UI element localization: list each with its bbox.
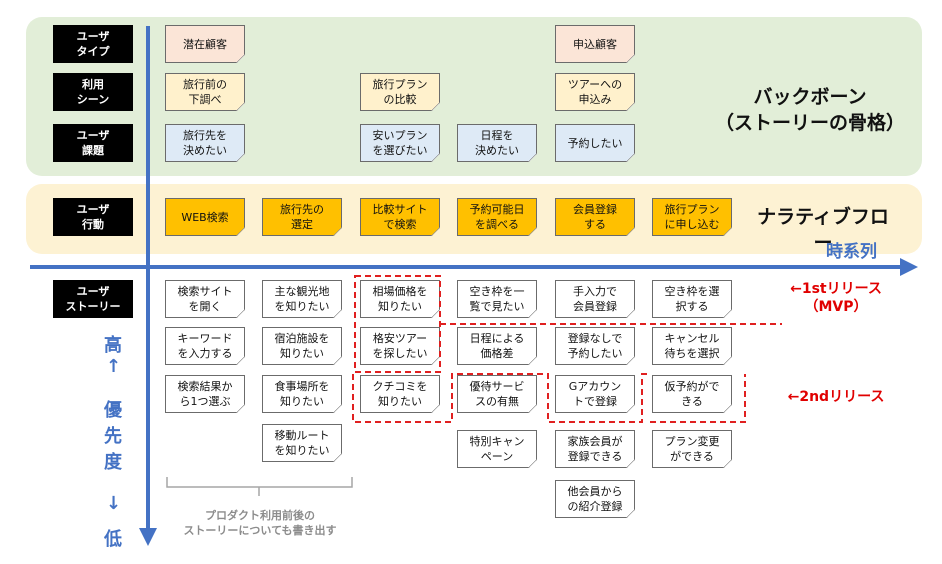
issue-want-reserve: 予約したい [555, 124, 635, 162]
story-card: 検索結果か ら1つ選ぶ [165, 375, 245, 413]
story-card: 移動ルート を知りたい [262, 424, 342, 462]
story-card: 登録なしで 予約したい [555, 327, 635, 365]
story-card: 手入力で 会員登録 [555, 280, 635, 318]
story-card: 優待サービ スの有無 [457, 375, 537, 413]
story-card: 検索サイト を開く [165, 280, 245, 318]
action-select-destination: 旅行先の 選定 [262, 198, 342, 236]
priority-axis-arrowhead [139, 528, 157, 546]
story-card: プラン変更 ができる [652, 430, 732, 468]
first-release-label: ←1stリリース （MVP） [790, 281, 882, 315]
story-card: 仮予約がで きる [652, 375, 732, 413]
issue-decide-destination: 旅行先を 決めたい [165, 124, 245, 162]
story-card: 食事場所を 知りたい [262, 375, 342, 413]
story-card: 特別キャン ペーン [457, 430, 537, 468]
bracket [166, 477, 353, 496]
user-type-latent-customer: 潜在顧客 [165, 25, 245, 63]
issue-decide-dates: 日程を 決めたい [457, 124, 537, 162]
story-card: 主な観光地 を知りたい [262, 280, 342, 318]
priority-up-arrow: ↑ [106, 356, 122, 377]
bracket-note: プロダクト利用前後の ストーリーについても書き出す [183, 509, 337, 537]
timeline-label: 時系列 [826, 242, 877, 262]
priority-low: 低 [104, 529, 122, 550]
action-check-availability: 予約可能日 を調べる [457, 198, 537, 236]
story-card: キャンセル 待ちを選択 [652, 327, 732, 365]
row-label-scene: 利用 シーン [53, 73, 133, 111]
story-card: Gアカウン トで登録 [555, 375, 635, 413]
story-card: 相場価格を 知りたい [360, 280, 440, 318]
action-member-register: 会員登録 する [555, 198, 635, 236]
story-card: 空き枠を選 択する [652, 280, 732, 318]
story-card: 宿泊施設を 知りたい [262, 327, 342, 365]
action-apply-plan: 旅行プラン に申し込む [652, 198, 732, 236]
row-label-issue: ユーザ 課題 [53, 124, 133, 162]
backbone-title: バックボーン （ストーリーの骨格） [715, 86, 906, 134]
row-label-story: ユーザ ストーリー [53, 280, 133, 318]
narrative-title: ナラティブフロー [757, 206, 889, 254]
row-label-action: ユーザ 行動 [53, 198, 133, 236]
action-web-search: WEB検索 [165, 198, 245, 236]
scene-tour-apply: ツアーへの 申込み [555, 73, 635, 111]
user-type-applicant: 申込顧客 [555, 25, 635, 63]
action-compare-site: 比較サイト で検索 [360, 198, 440, 236]
scene-pre-research: 旅行前の 下調べ [165, 73, 245, 111]
second-release-line [650, 374, 746, 423]
time-axis-arrowhead [900, 258, 918, 276]
story-card: キーワード を入力する [165, 327, 245, 365]
first-release-boundary [354, 275, 441, 373]
scene-plan-compare: 旅行プラン の比較 [360, 73, 440, 111]
second-release-label: ←2ndリリース [787, 389, 885, 405]
priority-label: 優 先 度 [104, 400, 122, 473]
priority-down-arrow: ↓ [106, 493, 122, 514]
story-card: 家族会員が 登録できる [555, 430, 635, 468]
story-card: クチコミを 知りたい [360, 375, 440, 413]
story-card: 日程による 価格差 [457, 327, 537, 365]
story-card: 空き枠を一 覧で見たい [457, 280, 537, 318]
priority-high: 高 [104, 335, 122, 356]
issue-cheap-plan: 安いプラン を選びたい [360, 124, 440, 162]
row-label-user-type: ユーザ タイプ [53, 25, 133, 63]
story-card: 他会員から の紹介登録 [555, 480, 635, 518]
second-release-boundary [352, 373, 650, 423]
